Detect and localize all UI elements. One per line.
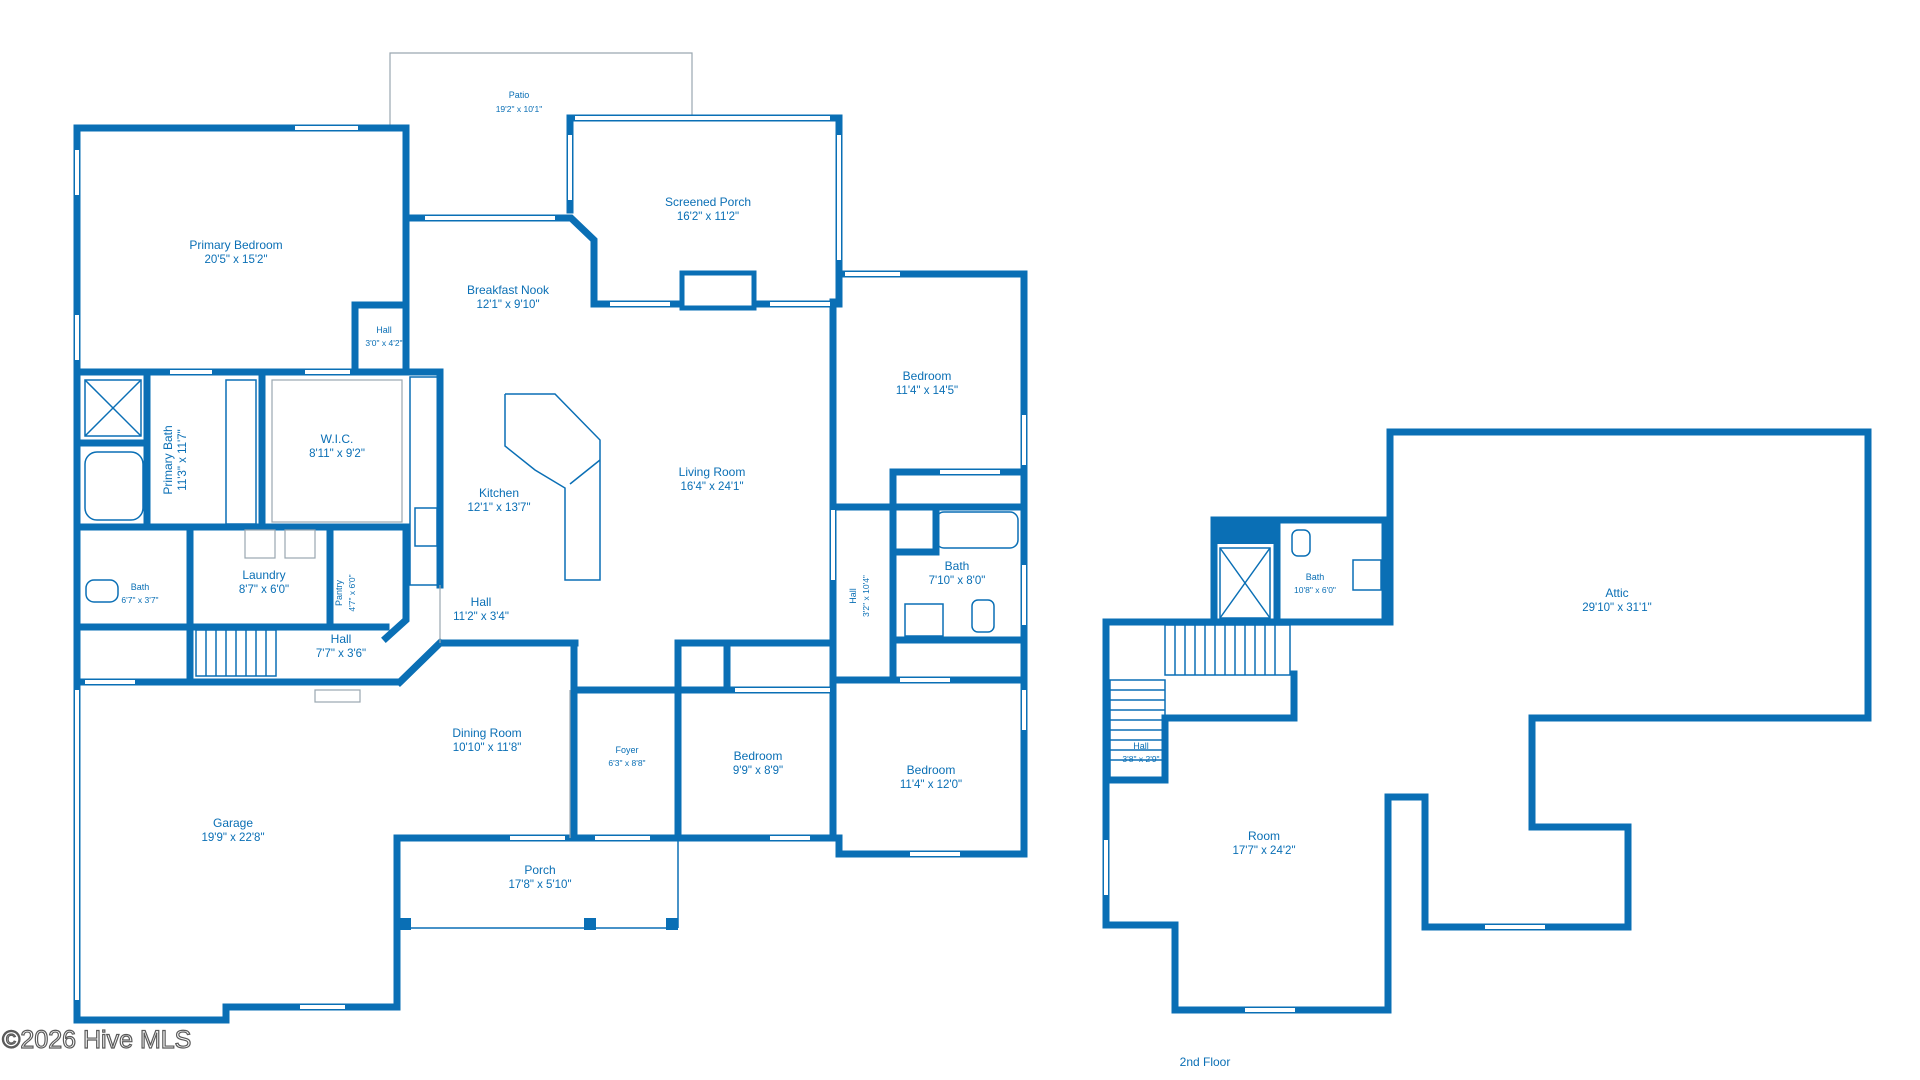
room-name: Breakfast Nook [467, 283, 550, 297]
room-name: Primary Bedroom [189, 238, 282, 252]
room-name: Room [1248, 829, 1280, 843]
room-name: Dining Room [452, 726, 521, 740]
room-name: Garage [213, 816, 253, 830]
room-dims: 6'3" x 8'8" [608, 758, 645, 768]
room-dims: 29'10" x 31'1" [1582, 602, 1651, 614]
room-name: Bath [131, 582, 150, 592]
first-floor-fixtures [84, 379, 1019, 838]
room-dims: 11'4" x 14'5" [896, 385, 958, 397]
room-name: Hall [848, 588, 858, 604]
room-name: Hall [1133, 741, 1149, 751]
room-name: Porch [524, 863, 555, 877]
room-name: Bedroom [903, 369, 952, 383]
room-dims: 19'2" x 10'1" [496, 104, 543, 114]
room-dims: 19'9" x 22'8" [201, 832, 264, 844]
room-dims: 16'2" x 11'2" [677, 211, 739, 223]
second-floor-fixtures [1104, 529, 1545, 1012]
room-dims: 7'7" x 3'6" [316, 648, 366, 660]
room-name: Attic [1605, 586, 1628, 600]
room-dims: 8'11" x 9'2" [309, 448, 365, 460]
room-dims: 20'5" x 15'2" [204, 254, 267, 266]
room-dims: 3'2" x 10'4" [861, 575, 871, 617]
room-dims: 10'8" x 6'0" [1294, 585, 1336, 595]
room-dims: 7'10" x 8'0" [929, 575, 986, 587]
room-name: Laundry [242, 568, 285, 582]
room-dims: 12'1" x 9'10" [476, 299, 539, 311]
room-name: Bedroom [907, 763, 956, 777]
room-dims: 11'2" x 3'4" [453, 611, 509, 623]
floor-label: 2nd Floor [1180, 1055, 1231, 1069]
room-name: Bath [945, 559, 970, 573]
room-dims: 17'8" x 5'10" [508, 879, 571, 891]
room-dims: 9'9" x 8'9" [733, 765, 783, 777]
room-name: Hall [376, 325, 392, 335]
second-floor-walls [1102, 428, 1872, 1014]
room-name: Hall [471, 595, 492, 609]
room-dims: 6'7" x 3'7" [121, 595, 158, 605]
room-dims: 16'4" x 24'1" [680, 481, 743, 493]
room-name: W.I.C. [321, 432, 354, 446]
watermark: ©2026 Hive MLS [1, 1025, 192, 1054]
room-dims: 10'10" x 11'8" [453, 742, 522, 754]
room-name: Bath [1306, 572, 1325, 582]
room-name: Foyer [615, 745, 638, 755]
room-dims: 3'0" x 4'2" [365, 338, 402, 348]
room-name: Screened Porch [665, 195, 751, 209]
room-dims: 4'7" x 6'0" [347, 574, 357, 611]
patio-outline [389, 52, 693, 128]
first-floor-windows [75, 116, 1026, 1009]
room-name: Patio [509, 90, 530, 100]
room-name: Pantry [334, 579, 344, 606]
room-dims: 12'1" x 13'7" [467, 502, 530, 514]
room-dims: 3'8" x 2'9" [1122, 754, 1159, 764]
room-name: Bedroom [734, 749, 783, 763]
room-name: Living Room [679, 465, 746, 479]
room-name: Hall [331, 632, 352, 646]
room-name: Kitchen [479, 486, 519, 500]
room-name: Primary Bath [161, 425, 175, 494]
room-dims: 11'3" x 11'7" [177, 429, 189, 490]
room-labels: Patio 19'2" x 10'1" Screened Porch 16'2"… [121, 90, 1651, 1069]
room-dims: 11'4" x 12'0" [900, 779, 962, 791]
room-dims: 17'7" x 24'2" [1232, 845, 1295, 857]
room-dims: 8'7" x 6'0" [239, 584, 289, 596]
